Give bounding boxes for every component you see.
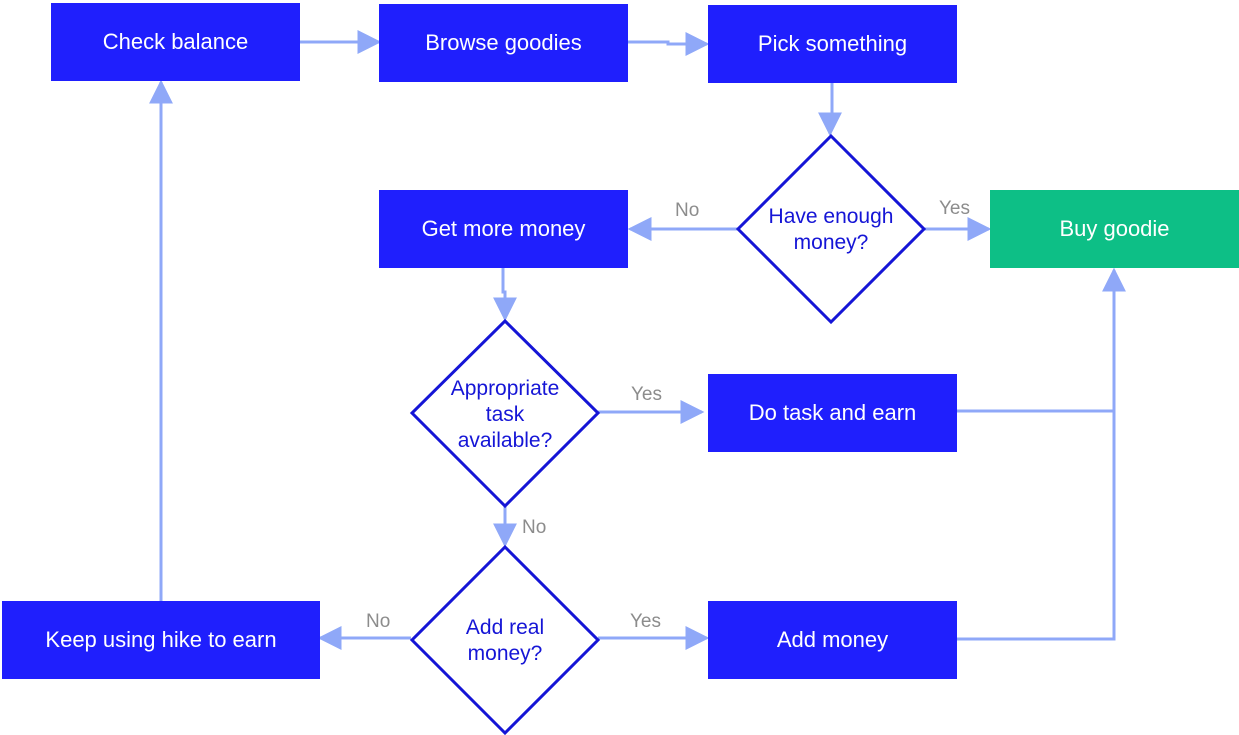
edge-addmoney-to-buy: [956, 267, 1126, 641]
edge-label-have-money-yes: Yes: [939, 198, 970, 219]
node-check-balance-label: Check balance: [102, 29, 249, 54]
node-add-money-label: Add money: [776, 627, 889, 652]
node-pick-something: Pick something: [708, 5, 957, 83]
node-keep-using: Keep using hike to earn: [2, 601, 320, 679]
node-do-task: Do task and earn: [708, 374, 957, 452]
decision-task-available-line: available?: [457, 429, 553, 452]
edge-pick-to-decision: [818, 82, 842, 137]
decision-have-money-line: money?: [793, 231, 869, 254]
node-get-more-money-label: Get more money: [421, 216, 586, 241]
edge-getmoney-to-task: [493, 268, 517, 322]
node-keep-using-label: Keep using hike to earn: [45, 627, 277, 652]
edge-label-add-yes: Yes: [630, 611, 661, 632]
decision-have-money-line: Have enough: [768, 205, 894, 228]
decision-add-real-money-text: Add real money?: [430, 601, 580, 681]
node-get-more-money: Get more money: [379, 190, 628, 268]
decision-task-available-line: task: [485, 403, 525, 426]
decision-have-money-text: Have enough money?: [756, 190, 906, 270]
decision-add-real-money-shape: [409, 544, 601, 735]
node-pick-something-label: Pick something: [757, 31, 908, 56]
edge-browse-to-pick: [628, 32, 710, 56]
node-buy-goodie: Buy goodie: [990, 190, 1239, 268]
decision-task-available-text: Appropriate task available?: [430, 365, 580, 465]
edge-label-add-no: No: [366, 611, 391, 632]
node-buy-goodie-label: Buy goodie: [1059, 216, 1170, 241]
node-browse-goodies-label: Browse goodies: [425, 30, 582, 55]
decision-add-real-money-line: Add real: [465, 616, 545, 639]
decision-task-available-shape: [409, 318, 601, 509]
decision-have-money-shape: [735, 133, 927, 325]
node-do-task-label: Do task and earn: [748, 400, 917, 425]
decision-task-available-line: Appropriate: [450, 377, 560, 400]
node-add-money: Add money: [708, 601, 957, 679]
edge-label-have-money-no: No: [675, 200, 700, 221]
edge-label-task-yes: Yes: [631, 384, 662, 405]
edge-label-task-no: No: [522, 517, 547, 538]
node-check-balance: Check balance: [51, 3, 300, 81]
node-browse-goodies: Browse goodies: [379, 4, 628, 82]
decision-add-real-money-line: money?: [467, 642, 543, 665]
